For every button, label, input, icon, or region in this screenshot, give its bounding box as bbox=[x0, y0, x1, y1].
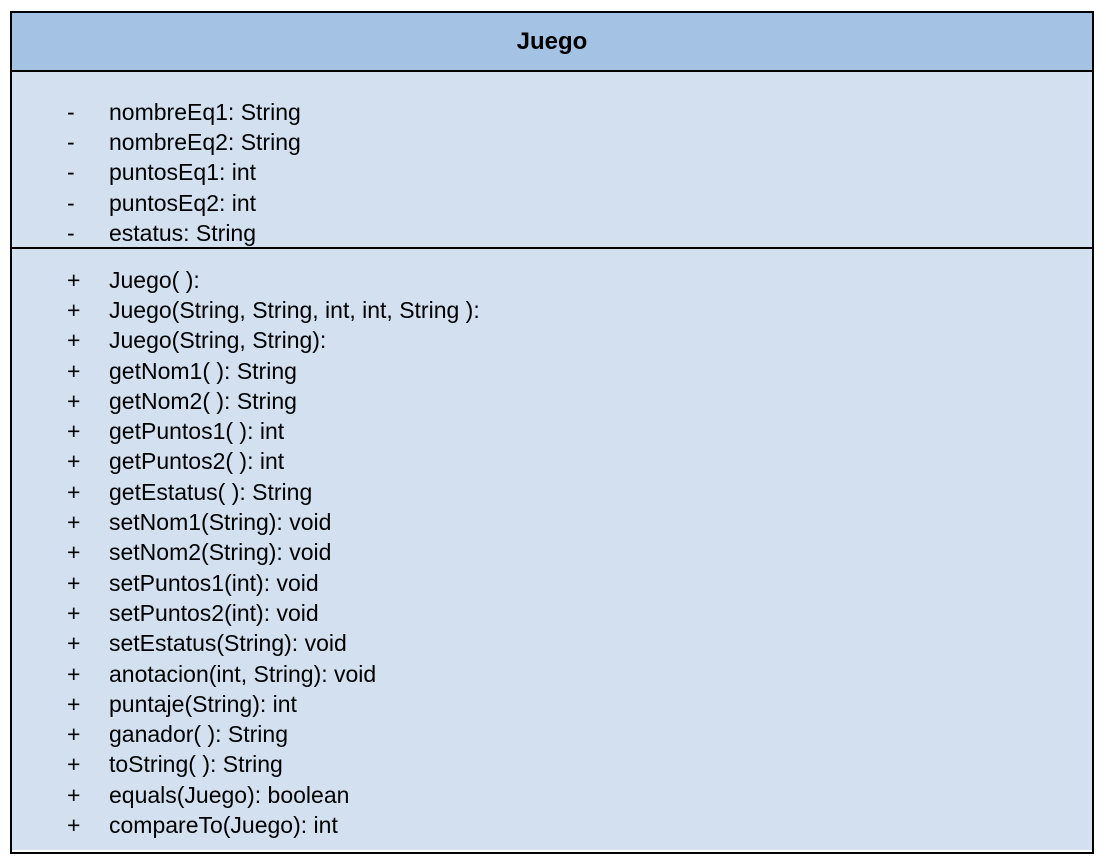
visibility-marker: + bbox=[67, 690, 81, 717]
operation-signature: compareTo(Juego): int bbox=[109, 811, 338, 838]
attribute-signature: puntosEq1: int bbox=[109, 159, 257, 186]
visibility-marker: - bbox=[67, 128, 75, 155]
visibility-marker: - bbox=[67, 159, 75, 186]
operation-row: + compareTo(Juego): int bbox=[12, 810, 1092, 840]
operation-row: + getPuntos2( ): int bbox=[12, 447, 1092, 477]
visibility-marker: + bbox=[67, 266, 81, 293]
visibility-marker: + bbox=[67, 569, 81, 596]
visibility-marker: + bbox=[67, 418, 81, 445]
visibility-marker: + bbox=[67, 448, 81, 475]
class-header: Juego bbox=[12, 13, 1092, 72]
operation-row: + toString( ): String bbox=[12, 750, 1092, 780]
operation-signature: getPuntos2( ): int bbox=[109, 448, 285, 475]
attribute-signature: nombreEq2: String bbox=[109, 128, 301, 155]
operation-signature: ganador( ): String bbox=[109, 721, 288, 748]
visibility-marker: + bbox=[67, 660, 81, 687]
visibility-marker: - bbox=[67, 189, 75, 216]
operation-signature: setPuntos2(int): void bbox=[109, 599, 319, 626]
operation-row: + getPuntos1( ): int bbox=[12, 416, 1092, 446]
operation-signature: Juego(String, String): bbox=[109, 327, 327, 354]
attribute-signature: nombreEq1: String bbox=[109, 98, 301, 125]
operation-signature: equals(Juego): boolean bbox=[109, 781, 350, 808]
attribute-signature: estatus: String bbox=[109, 219, 257, 246]
operation-row: + equals(Juego): boolean bbox=[12, 780, 1092, 810]
class-name: Juego bbox=[516, 27, 588, 55]
operation-signature: anotacion(int, String): void bbox=[109, 660, 377, 687]
visibility-marker: + bbox=[67, 296, 81, 323]
operation-row: + ganador( ): String bbox=[12, 719, 1092, 749]
operation-signature: setNom1(String): void bbox=[109, 509, 332, 536]
attribute-row: - estatus: String bbox=[12, 218, 1092, 248]
attribute-row: - nombreEq1: String bbox=[12, 97, 1092, 127]
visibility-marker: + bbox=[67, 387, 81, 414]
operation-row: + setPuntos2(int): void bbox=[12, 598, 1092, 628]
operation-signature: Juego(String, String, int, int, String )… bbox=[109, 296, 480, 323]
attribute-row: - puntosEq2: int bbox=[12, 188, 1092, 218]
operation-signature: getNom2( ): String bbox=[109, 387, 297, 414]
uml-class-box: Juego - nombreEq1: String - nombreEq2: S… bbox=[10, 11, 1094, 854]
operation-signature: getEstatus( ): String bbox=[109, 478, 313, 505]
operation-signature: Juego( ): bbox=[109, 266, 200, 293]
operation-signature: toString( ): String bbox=[109, 751, 283, 778]
operation-row: + setNom2(String): void bbox=[12, 538, 1092, 568]
operation-row: + getNom1( ): String bbox=[12, 356, 1092, 386]
operation-row: + setPuntos1(int): void bbox=[12, 568, 1092, 598]
attribute-signature: puntosEq2: int bbox=[109, 189, 257, 216]
operation-row: + Juego( ): bbox=[12, 265, 1092, 295]
visibility-marker: + bbox=[67, 478, 81, 505]
visibility-marker: + bbox=[67, 539, 81, 566]
operation-row: + setNom1(String): void bbox=[12, 507, 1092, 537]
visibility-marker: - bbox=[67, 98, 75, 125]
operation-row: + getEstatus( ): String bbox=[12, 477, 1092, 507]
operation-row: + Juego(String, String): bbox=[12, 326, 1092, 356]
attributes-compartment: - nombreEq1: String - nombreEq2: String … bbox=[12, 72, 1092, 249]
visibility-marker: + bbox=[67, 811, 81, 838]
visibility-marker: + bbox=[67, 751, 81, 778]
visibility-marker: + bbox=[67, 509, 81, 536]
operations-compartment: + Juego( ): + Juego(String, String, int,… bbox=[12, 249, 1092, 850]
visibility-marker: + bbox=[67, 327, 81, 354]
visibility-marker: - bbox=[67, 219, 75, 246]
visibility-marker: + bbox=[67, 781, 81, 808]
visibility-marker: + bbox=[67, 721, 81, 748]
operation-row: + setEstatus(String): void bbox=[12, 629, 1092, 659]
visibility-marker: + bbox=[67, 599, 81, 626]
visibility-marker: + bbox=[67, 357, 81, 384]
operation-signature: setNom2(String): void bbox=[109, 539, 332, 566]
operation-signature: setEstatus(String): void bbox=[109, 630, 347, 657]
operation-signature: getNom1( ): String bbox=[109, 357, 297, 384]
operation-row: + getNom2( ): String bbox=[12, 386, 1092, 416]
operation-signature: getPuntos1( ): int bbox=[109, 418, 285, 445]
attribute-row: - puntosEq1: int bbox=[12, 158, 1092, 188]
operation-row: + Juego(String, String, int, int, String… bbox=[12, 295, 1092, 325]
operation-signature: puntaje(String): int bbox=[109, 690, 297, 717]
operation-row: + anotacion(int, String): void bbox=[12, 659, 1092, 689]
operation-row: + puntaje(String): int bbox=[12, 689, 1092, 719]
attribute-row: - nombreEq2: String bbox=[12, 127, 1092, 157]
visibility-marker: + bbox=[67, 630, 81, 657]
operation-signature: setPuntos1(int): void bbox=[109, 569, 319, 596]
